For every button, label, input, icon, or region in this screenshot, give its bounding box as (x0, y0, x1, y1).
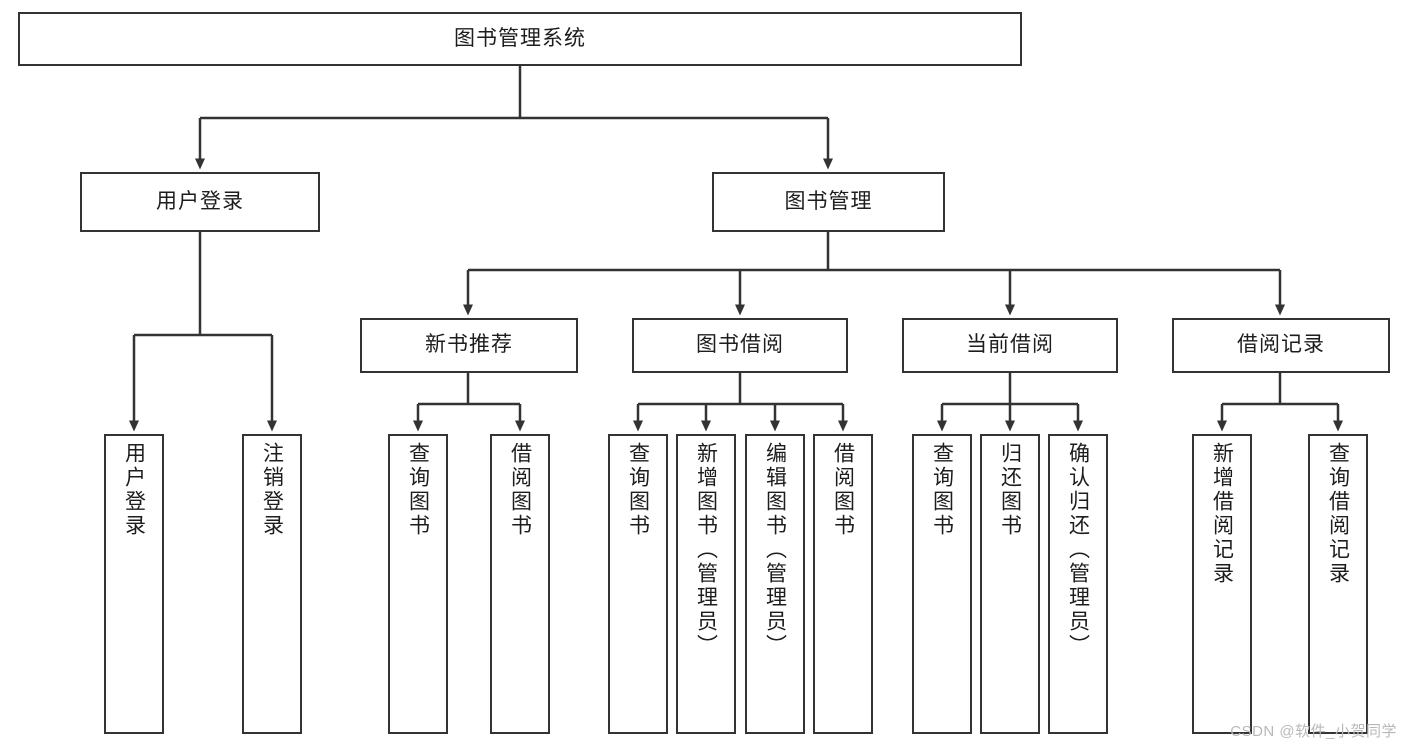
leaf-user-login[interactable]: 用户登录 (104, 434, 164, 734)
node-current-borrow[interactable]: 当前借阅 (902, 318, 1118, 373)
node-label: 当前借阅 (966, 333, 1054, 357)
node-label: 确认归还（管理员） (1066, 442, 1090, 658)
node-label: 用户登录 (122, 442, 146, 538)
leaf-add-book-admin[interactable]: 新增图书（管理员） (676, 434, 736, 734)
node-label: 借阅图书 (831, 442, 855, 538)
leaf-confirm-return-admin[interactable]: 确认归还（管理员） (1048, 434, 1108, 734)
node-new-book-recommend[interactable]: 新书推荐 (360, 318, 578, 373)
node-label: 图书管理系统 (454, 26, 586, 50)
leaf-query-book-recommend[interactable]: 查询图书 (388, 434, 448, 734)
node-label: 查询图书 (930, 442, 954, 538)
node-label: 查询借阅记录 (1326, 442, 1350, 586)
node-label: 新增借阅记录 (1210, 442, 1234, 586)
node-label: 新书推荐 (425, 333, 513, 357)
leaf-borrow-book[interactable]: 借阅图书 (813, 434, 873, 734)
node-label: 注销登录 (260, 442, 284, 538)
node-label: 查询图书 (626, 442, 650, 538)
leaf-logout-login[interactable]: 注销登录 (242, 434, 302, 734)
node-label: 图书管理 (784, 189, 873, 213)
node-label: 借阅记录 (1237, 333, 1325, 357)
node-label: 用户登录 (156, 189, 244, 213)
leaf-edit-book-admin[interactable]: 编辑图书（管理员） (745, 434, 805, 734)
node-user-login[interactable]: 用户登录 (80, 172, 320, 232)
node-root-system[interactable]: 图书管理系统 (18, 12, 1022, 66)
leaf-query-book-borrow[interactable]: 查询图书 (608, 434, 668, 734)
node-borrow-record[interactable]: 借阅记录 (1172, 318, 1390, 373)
watermark-text: CSDN @软件_小贺同学 (1230, 723, 1397, 740)
node-label: 编辑图书（管理员） (763, 442, 787, 658)
leaf-add-borrow-record[interactable]: 新增借阅记录 (1192, 434, 1252, 734)
node-label: 图书借阅 (696, 333, 784, 357)
node-label: 归还图书 (998, 442, 1022, 538)
node-label: 借阅图书 (508, 442, 532, 538)
node-label: 查询图书 (406, 442, 430, 538)
node-label: 新增图书（管理员） (694, 442, 718, 658)
leaf-borrow-book-recommend[interactable]: 借阅图书 (490, 434, 550, 734)
leaf-query-book-current[interactable]: 查询图书 (912, 434, 972, 734)
node-book-borrow[interactable]: 图书借阅 (632, 318, 848, 373)
node-book-management[interactable]: 图书管理 (712, 172, 945, 232)
leaf-query-borrow-record[interactable]: 查询借阅记录 (1308, 434, 1368, 734)
leaf-return-book[interactable]: 归还图书 (980, 434, 1040, 734)
